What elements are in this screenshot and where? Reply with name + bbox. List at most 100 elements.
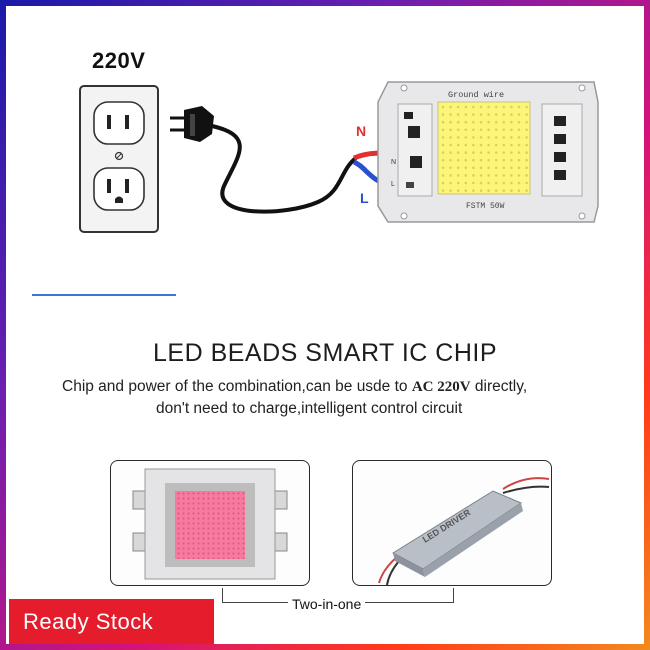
led-bead xyxy=(449,136,452,139)
led-bead xyxy=(456,113,460,116)
cob-chip-photo xyxy=(110,460,310,586)
description-line-1: Chip and power of the combination,can be… xyxy=(62,378,527,396)
led-bead xyxy=(464,151,468,154)
led-bead xyxy=(449,105,452,109)
led-bead xyxy=(517,105,521,109)
led-bead xyxy=(441,136,445,139)
led-bead xyxy=(472,174,475,177)
led-bead xyxy=(510,151,513,154)
led-bead xyxy=(464,189,468,192)
led-bead xyxy=(525,105,528,109)
led-bead xyxy=(494,151,498,154)
led-bead xyxy=(456,128,460,132)
led-bead xyxy=(487,151,490,154)
led-bead xyxy=(494,158,498,162)
led-bead xyxy=(479,181,483,185)
led-bead xyxy=(517,189,521,192)
led-bead xyxy=(487,128,490,132)
led-bead xyxy=(464,136,468,139)
led-bead xyxy=(472,166,475,170)
led-bead xyxy=(456,174,460,177)
led-bead xyxy=(441,181,445,185)
led-bead xyxy=(456,136,460,139)
led-bead xyxy=(449,174,452,177)
led-bead xyxy=(487,174,490,177)
led-bead xyxy=(517,174,521,177)
led-bead xyxy=(494,128,498,132)
svg-text:N: N xyxy=(391,159,396,166)
led-bead xyxy=(472,105,475,109)
power-plug xyxy=(170,106,214,142)
led-bead xyxy=(479,166,483,170)
svg-text:L: L xyxy=(391,181,395,188)
led-bead xyxy=(464,105,468,109)
led-bead xyxy=(441,174,445,177)
led-bead xyxy=(456,151,460,154)
description-line-2: don't need to charge,intelligent control… xyxy=(156,400,463,417)
led-bead xyxy=(472,136,475,139)
led-bead xyxy=(487,105,490,109)
led-bead xyxy=(441,113,445,116)
chip-model-label: FSTM 50W xyxy=(466,202,505,211)
led-bead xyxy=(464,113,468,116)
led-bead xyxy=(479,143,483,147)
led-bead xyxy=(449,120,452,124)
led-bead xyxy=(525,113,528,116)
divider-line xyxy=(32,294,176,296)
led-bead xyxy=(510,143,513,147)
led-bead xyxy=(502,120,506,124)
cob-chip-board: Ground wire FSTM 50W N L xyxy=(377,81,599,223)
led-bead xyxy=(502,174,506,177)
voltage-highlight: AC 220V xyxy=(411,379,471,395)
led-bead xyxy=(502,136,506,139)
led-bead xyxy=(456,166,460,170)
headline: LED BEADS SMART IC CHIP xyxy=(153,339,497,367)
led-bead xyxy=(441,158,445,162)
led-bead xyxy=(525,136,528,139)
led-bead xyxy=(464,166,468,170)
led-bead xyxy=(494,143,498,147)
led-bead xyxy=(472,151,475,154)
led-bead xyxy=(449,181,452,185)
led-bead xyxy=(525,151,528,154)
led-driver-photo: LED DRIVER xyxy=(352,460,552,586)
led-bead xyxy=(502,158,506,162)
led-bead xyxy=(479,136,483,139)
led-bead xyxy=(487,120,490,124)
led-bead xyxy=(525,143,528,147)
led-bead xyxy=(525,181,528,185)
led-bead xyxy=(502,113,506,116)
led-bead xyxy=(502,143,506,147)
led-bead xyxy=(510,158,513,162)
description-text-b: directly, xyxy=(470,378,528,395)
power-cord xyxy=(211,124,358,214)
led-bead xyxy=(510,120,513,124)
led-bead xyxy=(517,128,521,132)
led-bead xyxy=(472,128,475,132)
led-bead xyxy=(487,143,490,147)
ready-stock-badge: Ready Stock xyxy=(9,599,214,644)
led-bead xyxy=(449,128,452,132)
led-bead xyxy=(441,143,445,147)
led-bead xyxy=(502,166,506,170)
led-bead xyxy=(517,181,521,185)
led-bead xyxy=(494,166,498,170)
led-bead xyxy=(487,166,490,170)
led-bead xyxy=(449,151,452,154)
led-bead xyxy=(456,105,460,109)
led-bead xyxy=(464,128,468,132)
led-bead xyxy=(517,136,521,139)
led-bead xyxy=(494,189,498,192)
led-bead xyxy=(494,120,498,124)
led-bead xyxy=(441,120,445,124)
led-bead xyxy=(441,166,445,170)
led-bead xyxy=(472,143,475,147)
led-bead xyxy=(464,174,468,177)
led-bead xyxy=(441,151,445,154)
led-bead xyxy=(525,174,528,177)
led-bead xyxy=(525,158,528,162)
led-bead xyxy=(525,189,528,192)
led-bead xyxy=(449,113,452,116)
led-bead xyxy=(487,136,490,139)
